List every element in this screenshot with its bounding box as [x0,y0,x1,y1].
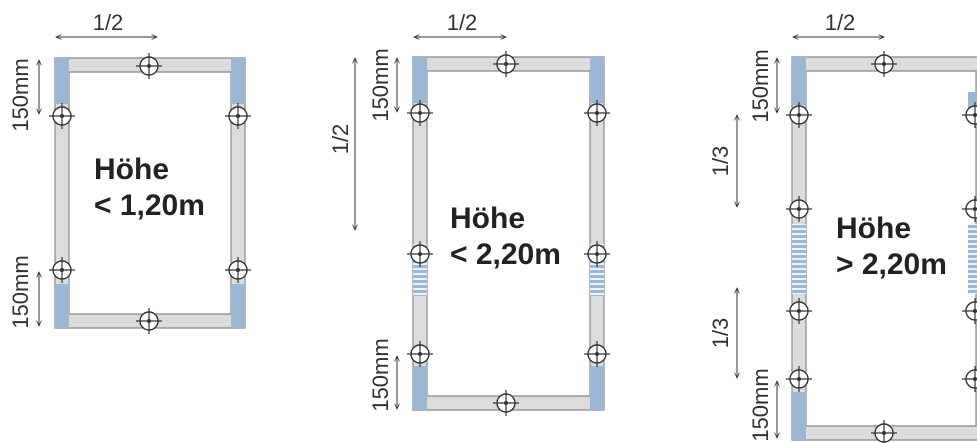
anchor-icon [961,365,977,393]
anchor-icon [961,297,977,325]
anchor-icon [224,102,252,130]
joint-accent [792,224,806,294]
panel-3-side-dim-3: 1/3 [708,318,733,349]
panel-3-side-dim-4: 150mm [748,368,773,441]
anchor-icon [48,256,76,284]
anchor-icon [870,50,898,78]
panel-2-height-title: Höhe [450,202,525,235]
corner-accent [792,392,806,440]
corner-accent [792,57,806,105]
panel-1-side-dim-1: 150mm [8,58,33,131]
anchor-icon [961,195,977,223]
panel-3-side-dim-1: 150mm [748,49,773,122]
panel-3: 1/2 150mm 1/3 1/3 150mm Höhe > 2,20m [708,10,977,443]
panel-1: 1/2 150mm 150mm Höhe < 1,20m [8,10,252,335]
panel-2-top-dim: 1/2 [447,10,478,35]
anchor-icon [406,340,434,368]
anchor-icon [583,240,611,268]
panel-2-side-dim-3: 150mm [368,338,393,411]
corner-accent [231,58,245,104]
anchor-icon [785,365,813,393]
corner-accent [55,58,69,104]
anchor-icon [406,240,434,268]
panel-1-height-value: < 1,20m [94,189,205,222]
corner-accent [590,366,604,410]
anchor-icon [48,102,76,130]
anchor-icon [785,297,813,325]
panel-2-height-value: < 2,20m [450,238,561,271]
panel-3-height-value: > 2,20m [836,248,947,281]
anchor-icon [135,52,163,80]
anchor-icon [785,101,813,129]
panel-2: 1/2 1/2 150mm 150mm Höhe < 2,20m [328,10,611,417]
corner-accent [231,284,245,328]
corner-accent [413,57,427,103]
joint-accent [968,224,977,294]
anchor-icon [583,99,611,127]
corner-accent [590,57,604,103]
anchor-icon [406,99,434,127]
anchor-icon [785,195,813,223]
panel-1-top-dim: 1/2 [93,10,124,35]
panel-3-side-dim-2: 1/3 [708,146,733,177]
corner-accent [55,284,69,328]
anchor-icon [492,389,520,417]
corner-accent [968,92,977,116]
anchor-icon [224,256,252,284]
panel-3-top-dim: 1/2 [825,10,856,35]
panel-1-height-title: Höhe [94,153,169,186]
panel-3-height-title: Höhe [836,212,911,245]
corner-accent [413,366,427,410]
panel-2-side-dim-2: 150mm [368,48,393,121]
anchor-icon [492,50,520,78]
anchor-icon [583,340,611,368]
panel-1-side-dim-2: 150mm [8,255,33,328]
panel-2-side-dim-1: 1/2 [328,124,353,155]
anchor-icon [135,307,163,335]
